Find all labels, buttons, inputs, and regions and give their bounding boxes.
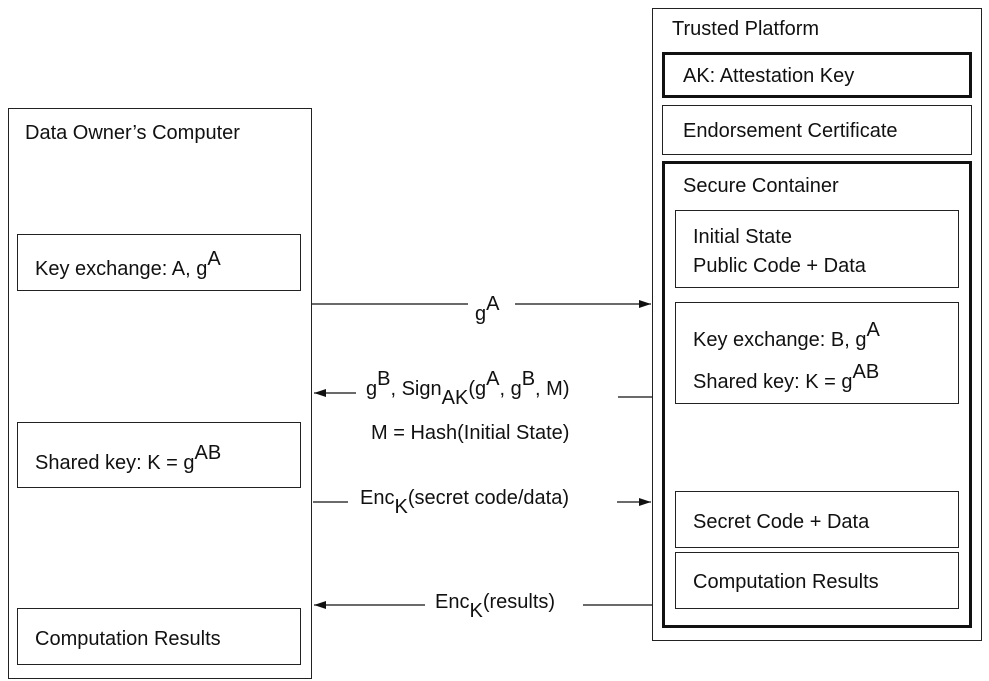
endorsement-box	[662, 105, 972, 155]
owner-keyexchange-label: Key exchange: A, gA	[35, 248, 221, 280]
platform-results-label: Computation Results	[693, 571, 879, 593]
platform-shared-label: Shared key: K = gAB	[693, 361, 880, 393]
platform-title: Trusted Platform	[672, 18, 820, 40]
owner-computer-box	[8, 108, 312, 679]
owner-results-label: Computation Results	[35, 628, 221, 650]
message-hash: M = Hash(Initial State)	[371, 422, 570, 444]
endorsement-label: Endorsement Certificate	[683, 120, 898, 142]
owner-results-box	[17, 608, 301, 665]
attestation-key-label: AK: Attestation Key	[683, 65, 855, 87]
public-code-label: Public Code + Data	[693, 255, 866, 277]
message-enc-results: EncK(results)	[435, 591, 556, 622]
secret-code-label: Secret Code + Data	[693, 511, 870, 533]
platform-results-box	[675, 552, 959, 609]
message-sign: gB, SignAK(gA, gB, M)	[366, 368, 570, 409]
owner-sharedkey-label: Shared key: K = gAB	[35, 442, 222, 474]
initial-state-label: Initial State	[693, 226, 792, 248]
owner-keyexchange-box	[17, 234, 301, 291]
owner-sharedkey-box	[17, 422, 301, 488]
platform-kex-label: Key exchange: B, gA	[693, 319, 880, 351]
attestation-key-box	[662, 52, 972, 98]
owner-title: Data Owner’s Computer	[25, 122, 240, 144]
platform-kex-box	[675, 302, 959, 404]
message-ga: gA	[475, 293, 500, 325]
initial-state-box	[675, 210, 959, 288]
secret-code-box	[675, 491, 959, 548]
message-enc-secret: EncK(secret code/data)	[360, 487, 570, 518]
secure-container-title: Secure Container	[683, 175, 839, 197]
